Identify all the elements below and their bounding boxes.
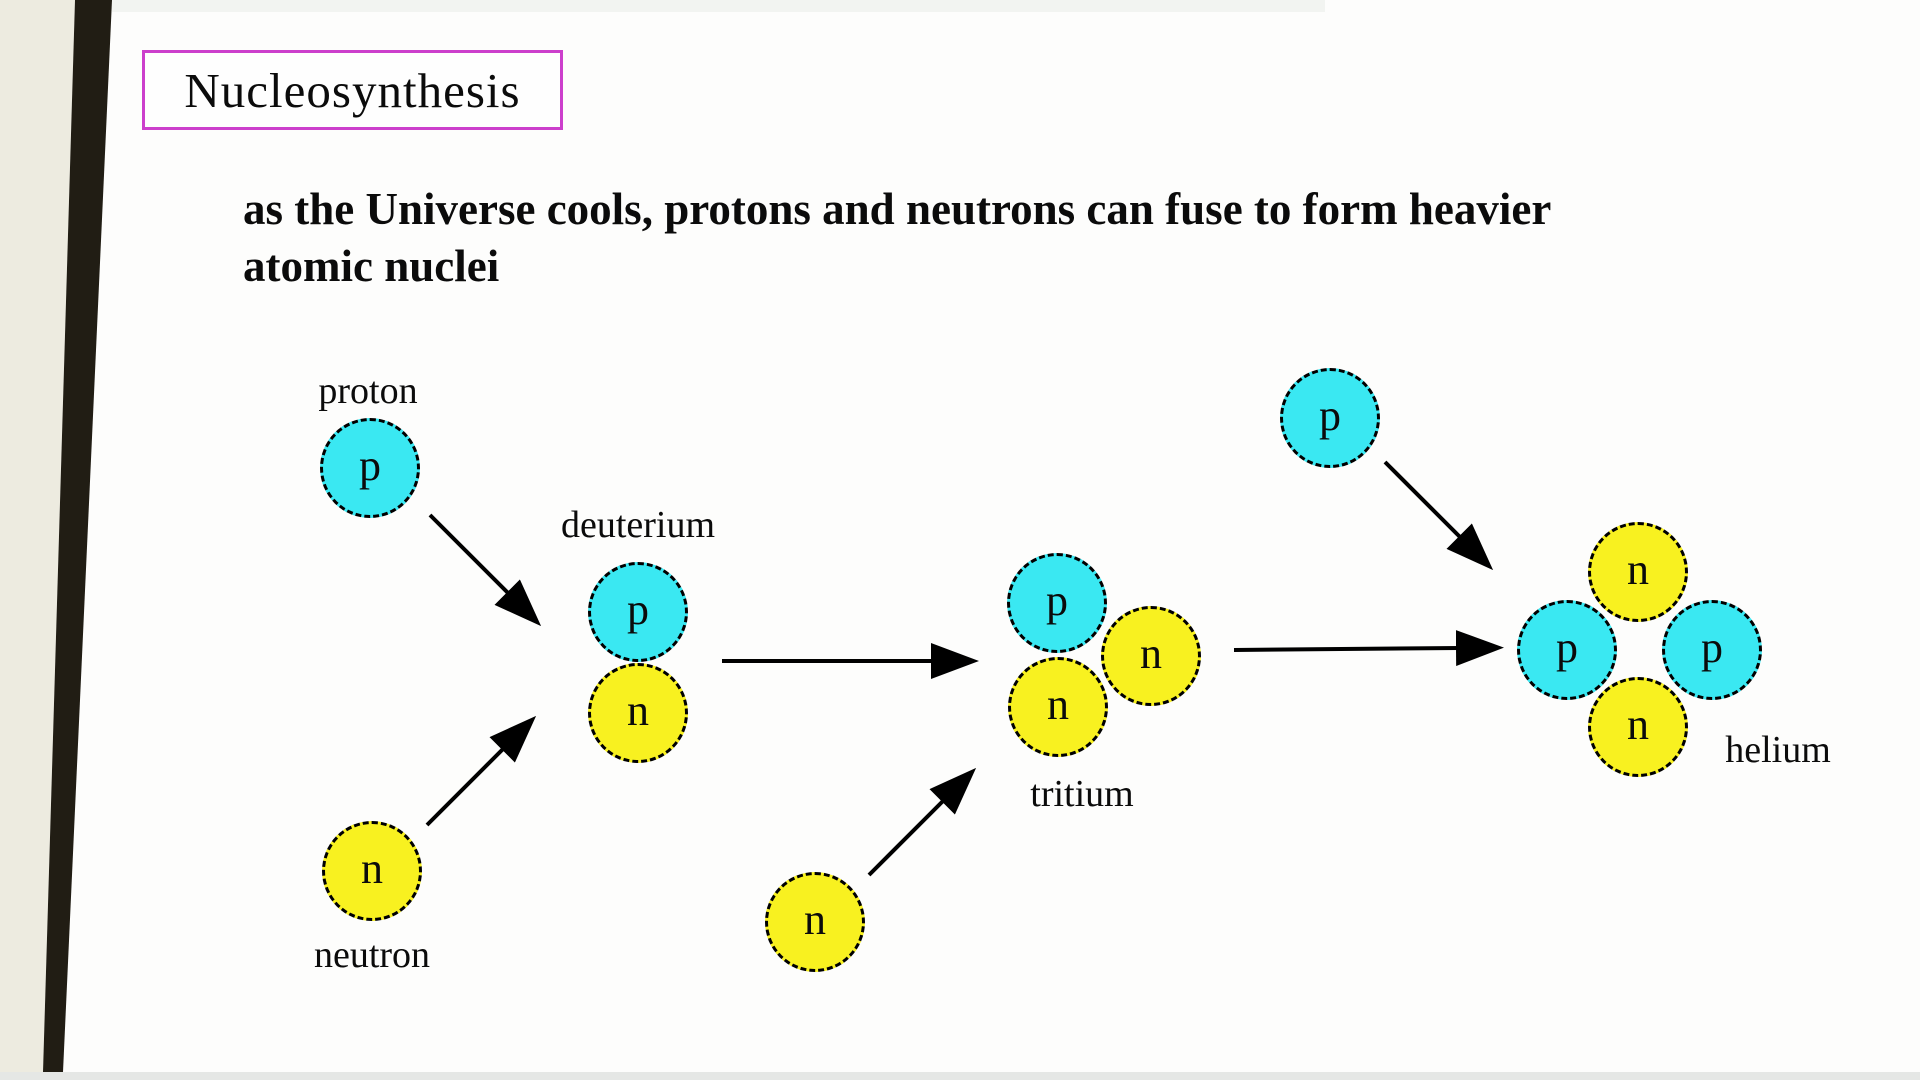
proton-label: proton	[318, 370, 418, 412]
tritium-label: tritium	[1030, 773, 1134, 815]
proton-symbol: p	[627, 585, 649, 634]
arrow-neutron-to-tritium	[867, 767, 977, 877]
top-edge-band	[112, 0, 1325, 12]
arrow-tritium-to-helium	[1233, 630, 1504, 667]
proton-symbol: p	[359, 441, 381, 490]
proton-symbol: p	[1556, 623, 1578, 672]
deuterium-neutron-circle: n	[588, 663, 688, 763]
free-neutron-circle: n	[322, 821, 422, 921]
neutron-symbol: n	[1140, 629, 1162, 678]
page-title: Nucleosynthesis	[184, 62, 521, 118]
neutron-symbol: n	[1627, 700, 1649, 749]
arrow-neutron-to-deuterium	[425, 715, 537, 827]
arrow-proton-to-helium	[1383, 460, 1494, 571]
proton-symbol: p	[1319, 391, 1341, 440]
neutron-symbol: n	[627, 686, 649, 735]
title-box: Nucleosynthesis	[142, 50, 563, 130]
deuterium-label: deuterium	[560, 504, 716, 546]
subtitle-line-2: atomic nuclei	[243, 241, 500, 291]
subtitle: as the Universe cools, protons and neutr…	[243, 181, 1551, 295]
incoming-proton-circle: p	[1280, 368, 1380, 468]
helium-proton-right-circle: p	[1662, 600, 1762, 700]
left-black-bar	[43, 0, 112, 1072]
helium-label: helium	[1725, 729, 1831, 771]
free-proton-circle: p	[320, 418, 420, 518]
helium-neutron-bottom-circle: n	[1588, 677, 1688, 777]
subtitle-line-1: as the Universe cools, protons and neutr…	[243, 184, 1552, 234]
neutron-symbol: n	[1047, 680, 1069, 729]
tritium-neutron-bottom-circle: n	[1008, 657, 1108, 757]
arrow-proton-to-deuterium	[428, 513, 542, 627]
neutron-label: neutron	[313, 934, 431, 976]
neutron-symbol: n	[361, 844, 383, 893]
left-beige-strip	[0, 0, 75, 1072]
tritium-proton-circle: p	[1007, 553, 1107, 653]
incoming-neutron-circle: n	[765, 872, 865, 972]
tritium-neutron-right-circle: n	[1101, 606, 1201, 706]
neutron-symbol: n	[804, 895, 826, 944]
bottom-edge-band	[0, 1072, 1920, 1080]
proton-symbol: p	[1701, 623, 1723, 672]
helium-proton-left-circle: p	[1517, 600, 1617, 700]
deuterium-proton-circle: p	[588, 562, 688, 662]
neutron-symbol: n	[1627, 545, 1649, 594]
helium-neutron-top-circle: n	[1588, 522, 1688, 622]
proton-symbol: p	[1046, 576, 1068, 625]
